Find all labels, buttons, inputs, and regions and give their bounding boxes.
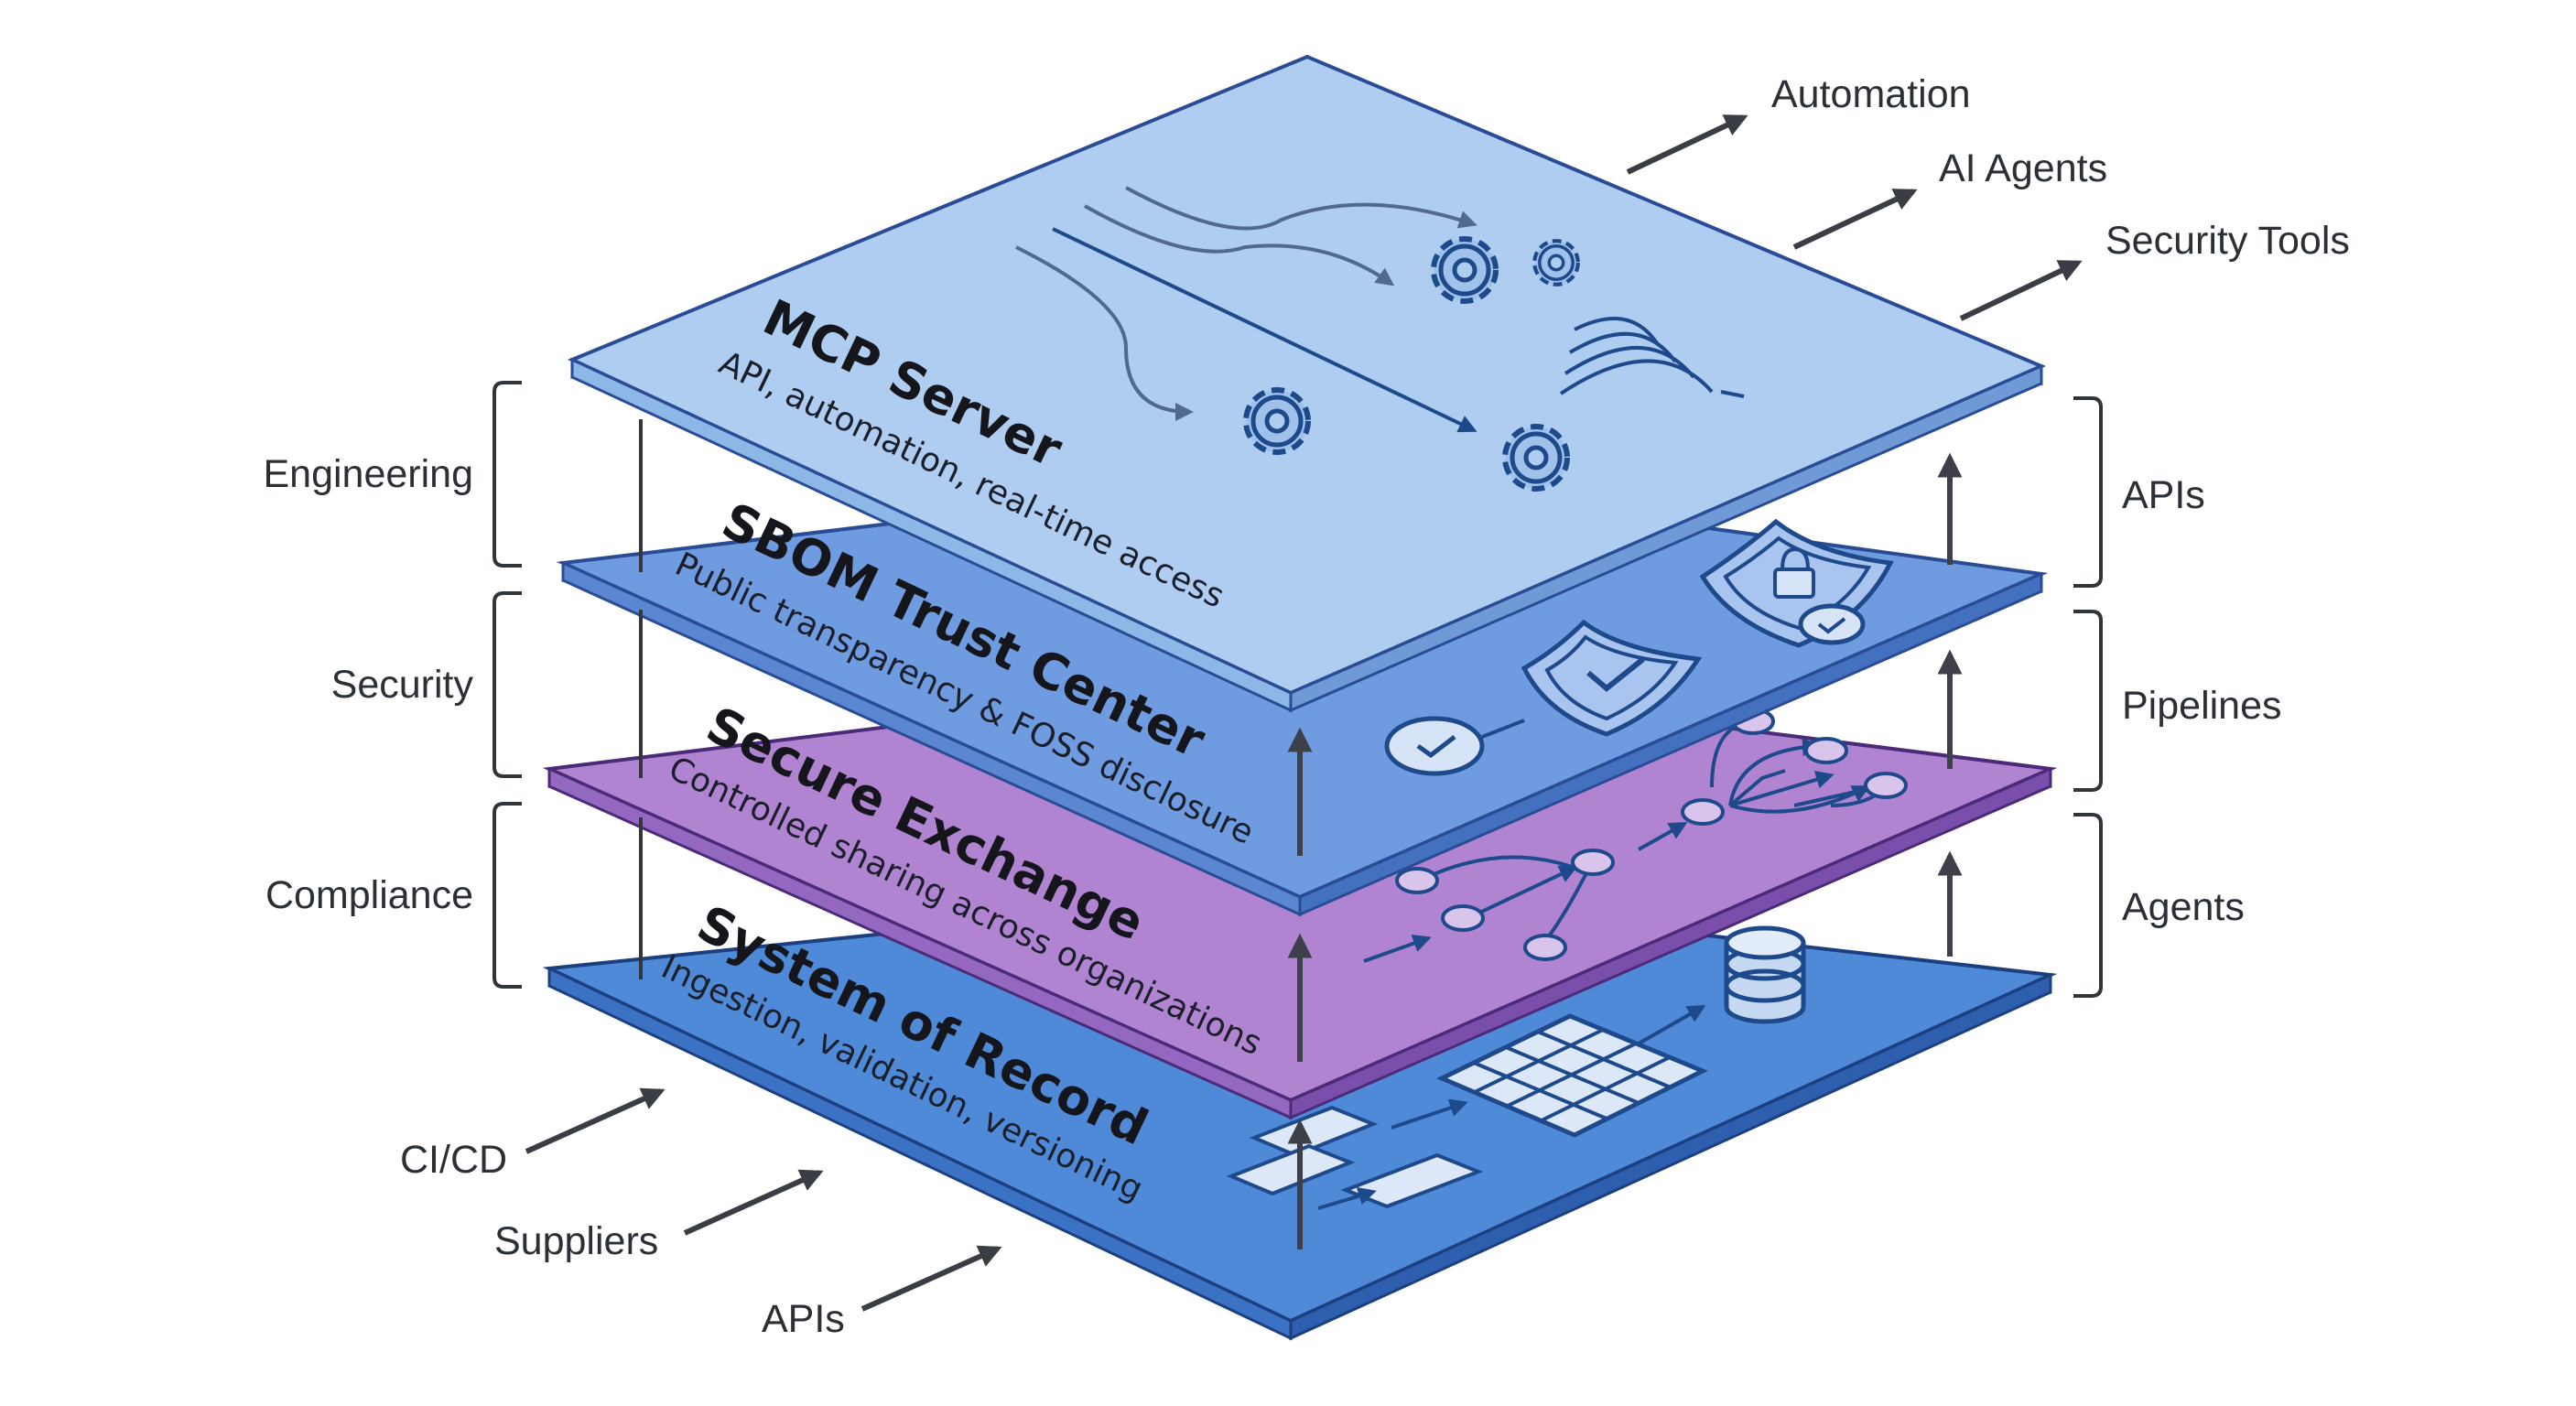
flow-lines	[1015, 186, 1477, 433]
output-label-automation: Automation	[1771, 72, 1971, 116]
database-icon	[1724, 925, 1806, 1024]
gear-icon	[1246, 390, 1308, 452]
output-automation: Automation	[1626, 72, 1971, 175]
left-label-engineering: Engineering	[263, 452, 473, 496]
input-label-suppliers: Suppliers	[494, 1219, 658, 1263]
gear-icon	[1505, 427, 1567, 489]
document-stack-icon	[1226, 1005, 1706, 1210]
input-suppliers: Suppliers	[494, 1169, 824, 1263]
shield-check-icon	[1521, 619, 1703, 737]
output-label-security-tools: Security Tools	[2105, 219, 2350, 263]
output-security-tools: Security Tools	[1959, 219, 2350, 321]
shield-lock-icon	[1699, 518, 1894, 648]
left-label-compliance: Compliance	[265, 873, 473, 917]
input-cicd: CI/CD	[400, 1087, 666, 1182]
output-label-ai-agents: AI Agents	[1939, 146, 2107, 190]
layer-mcp-server: MCP Server API, automation, real-time ac…	[568, 54, 2047, 713]
right-label-agents: Agents	[2122, 885, 2245, 929]
upward-arrows	[1287, 452, 1963, 1249]
left-group-compliance: Compliance	[265, 802, 522, 989]
output-ai-agents: AI Agents	[1792, 146, 2107, 250]
right-group-apis: APIs	[2073, 396, 2205, 588]
left-group-security: Security	[331, 591, 522, 778]
left-label-security: Security	[331, 663, 474, 707]
node-graph-icon	[1363, 708, 1908, 963]
grid-table-icon	[1435, 1013, 1709, 1138]
right-group-pipelines: Pipelines	[2073, 610, 2282, 792]
input-apis: APIs	[762, 1245, 1002, 1341]
right-label-pipelines: Pipelines	[2122, 684, 2282, 728]
gear-icon	[1534, 241, 1578, 285]
input-label-cicd: CI/CD	[400, 1138, 507, 1182]
left-group-engineering: Engineering	[263, 381, 522, 568]
gear-icon	[1434, 239, 1496, 301]
input-label-apis: APIs	[762, 1297, 845, 1341]
right-group-agents: Agents	[2073, 813, 2245, 998]
signal-icon	[1559, 317, 1745, 398]
check-badge-icon	[1384, 716, 1525, 776]
right-label-apis: APIs	[2122, 473, 2205, 517]
